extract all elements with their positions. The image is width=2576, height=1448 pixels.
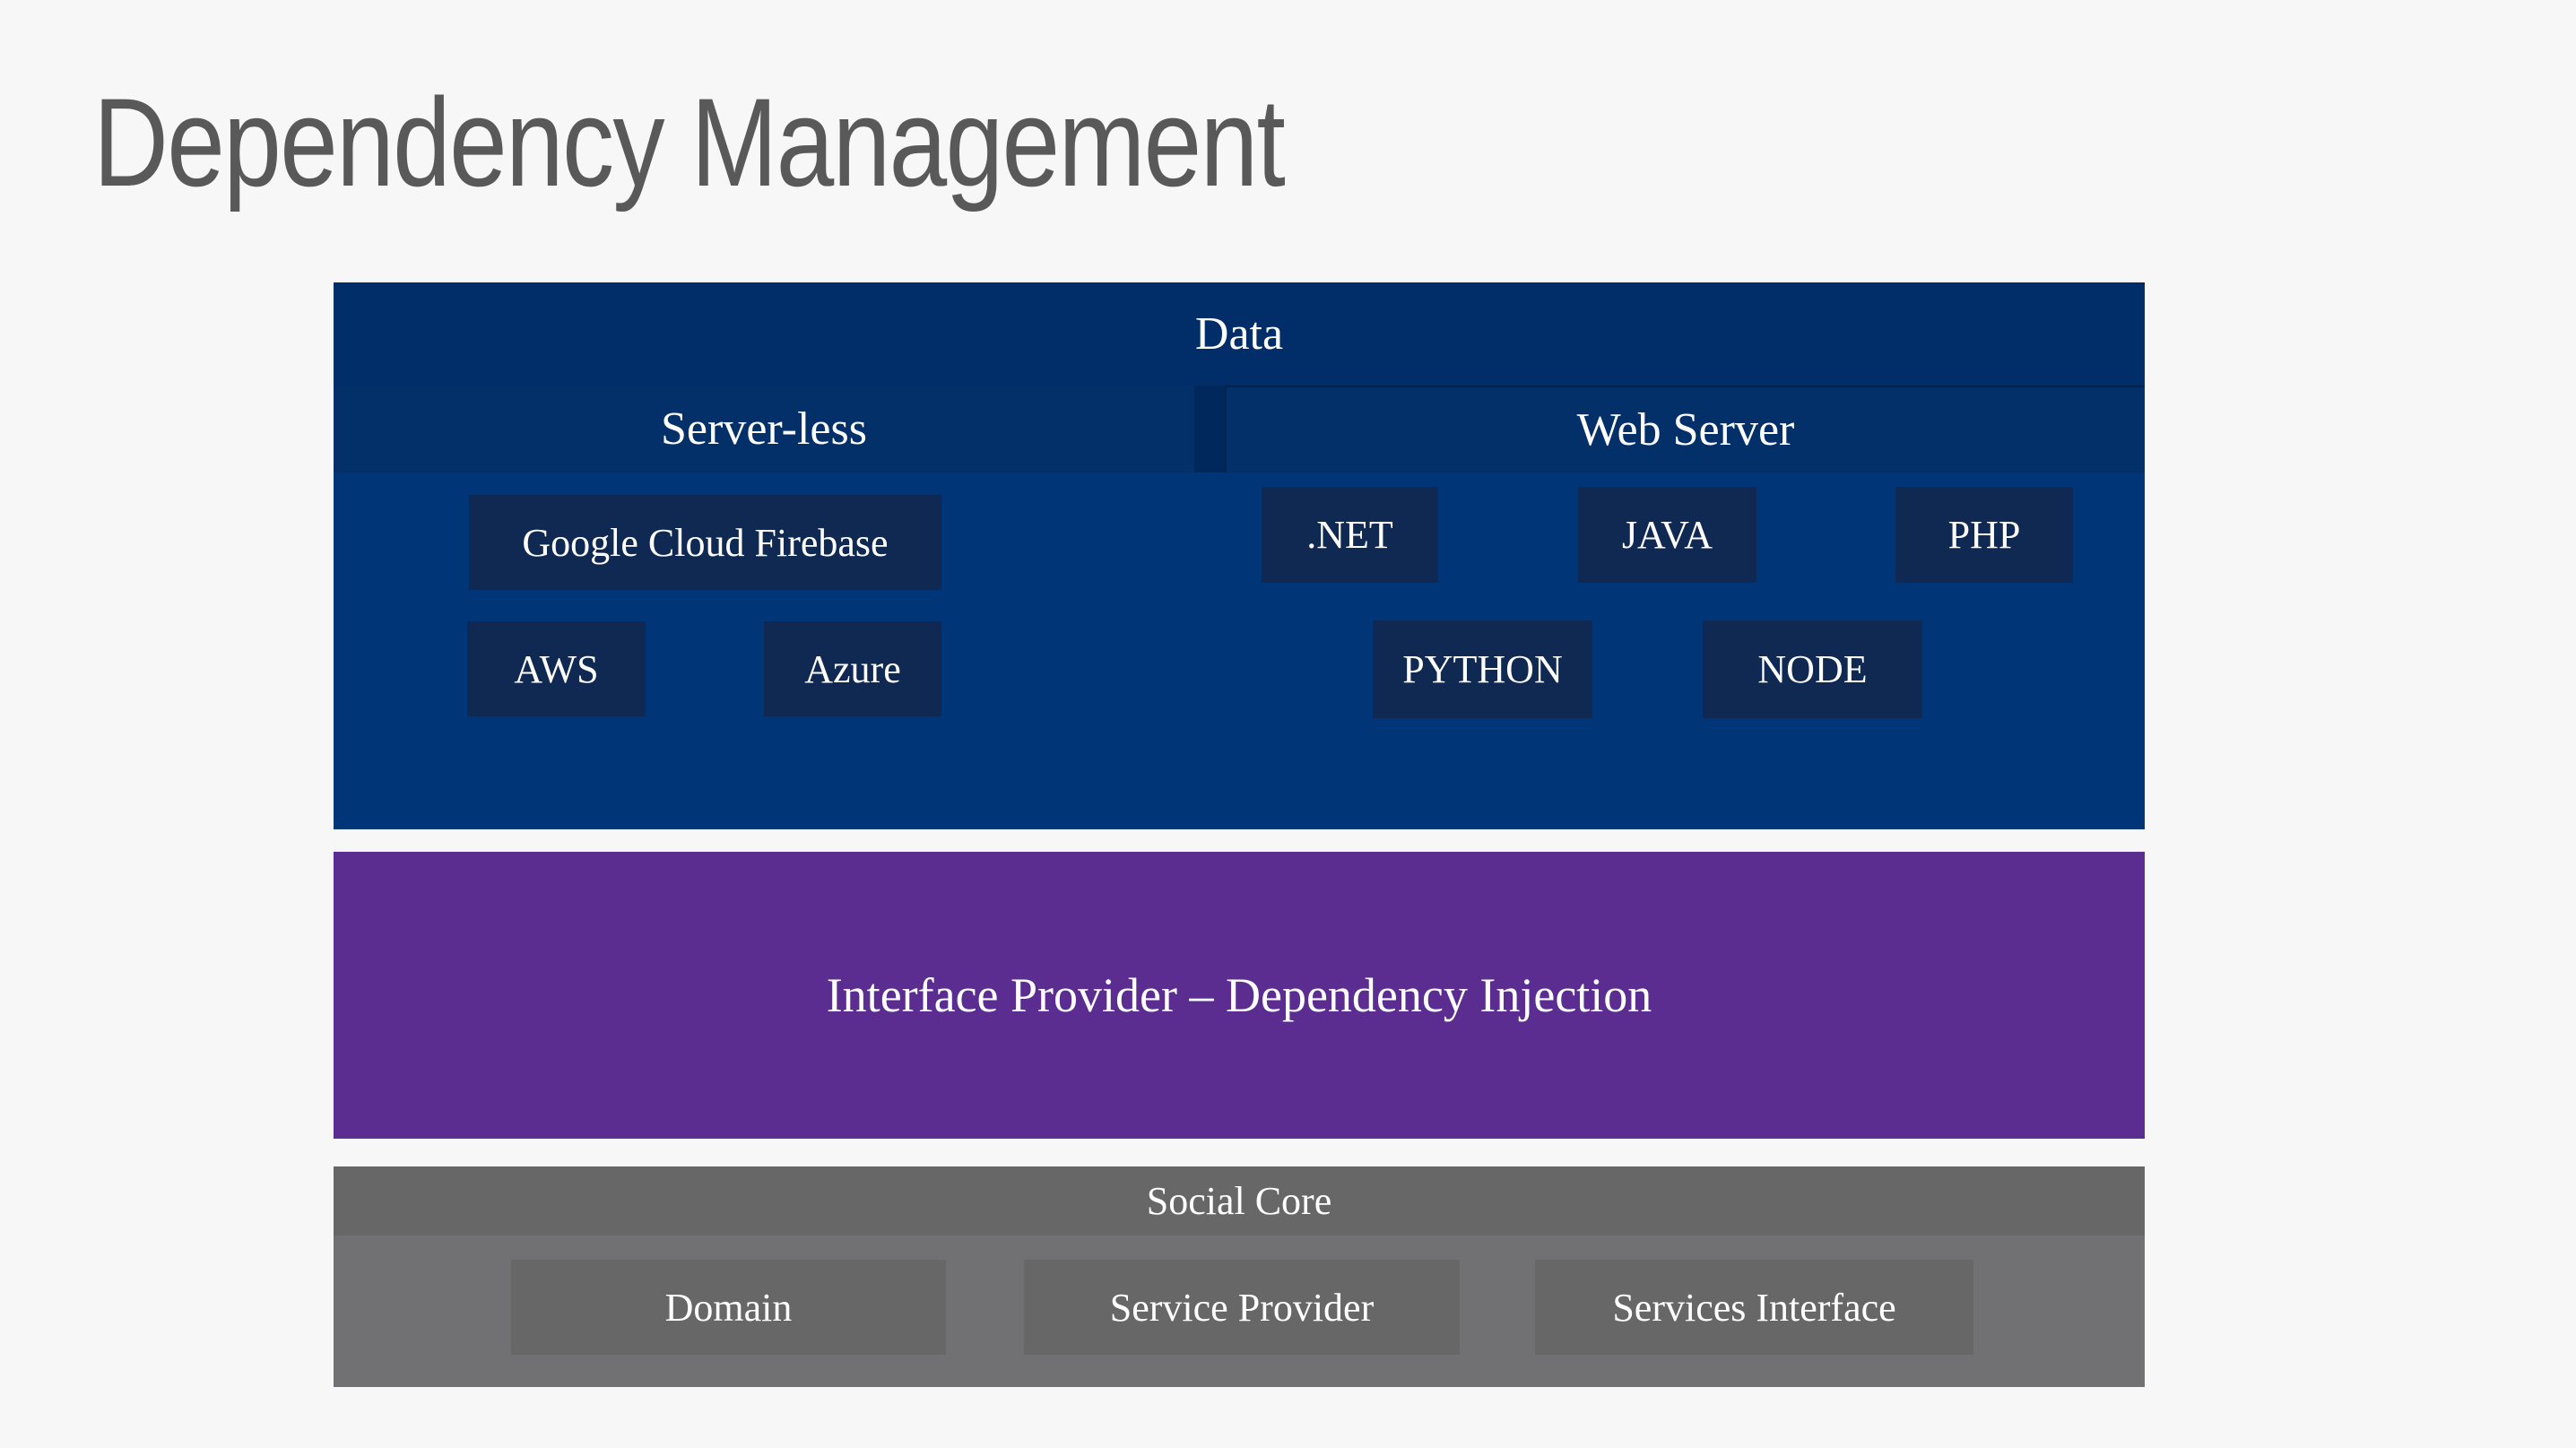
data-layer-title: Data	[1194, 308, 1284, 360]
box-python: PYTHON	[1373, 620, 1592, 718]
box-dotnet: .NET	[1262, 487, 1438, 583]
interface-provider-layer: Interface Provider – Dependency Injectio…	[334, 852, 2145, 1139]
section-header-serverless: Server-less	[661, 403, 867, 455]
box-services-interface: Services Interface	[1535, 1260, 1973, 1355]
box-node: NODE	[1703, 620, 1922, 718]
box-php: PHP	[1895, 487, 2073, 583]
box-java: JAVA	[1578, 487, 1756, 583]
box-google-cloud-firebase: Google Cloud Firebase	[469, 495, 941, 590]
box-aws: AWS	[467, 621, 646, 716]
social-core-title: Social Core	[334, 1166, 2145, 1236]
data-layer: Data Server-less Web Server Google Cloud…	[334, 282, 2145, 829]
social-core-layer: Social Core Domain Service Provider Serv…	[334, 1166, 2145, 1387]
box-domain: Domain	[511, 1260, 946, 1355]
section-header-webserver: Web Server	[1225, 386, 2145, 473]
data-layer-body: Google Cloud Firebase .NET JAVA PHP AWS …	[334, 473, 2145, 829]
section-divider	[1194, 386, 1225, 473]
interface-provider-label: Interface Provider – Dependency Injectio…	[826, 968, 1652, 1022]
box-azure: Azure	[764, 621, 941, 716]
page-title: Dependency Management	[93, 72, 1286, 212]
box-service-provider: Service Provider	[1024, 1260, 1460, 1355]
